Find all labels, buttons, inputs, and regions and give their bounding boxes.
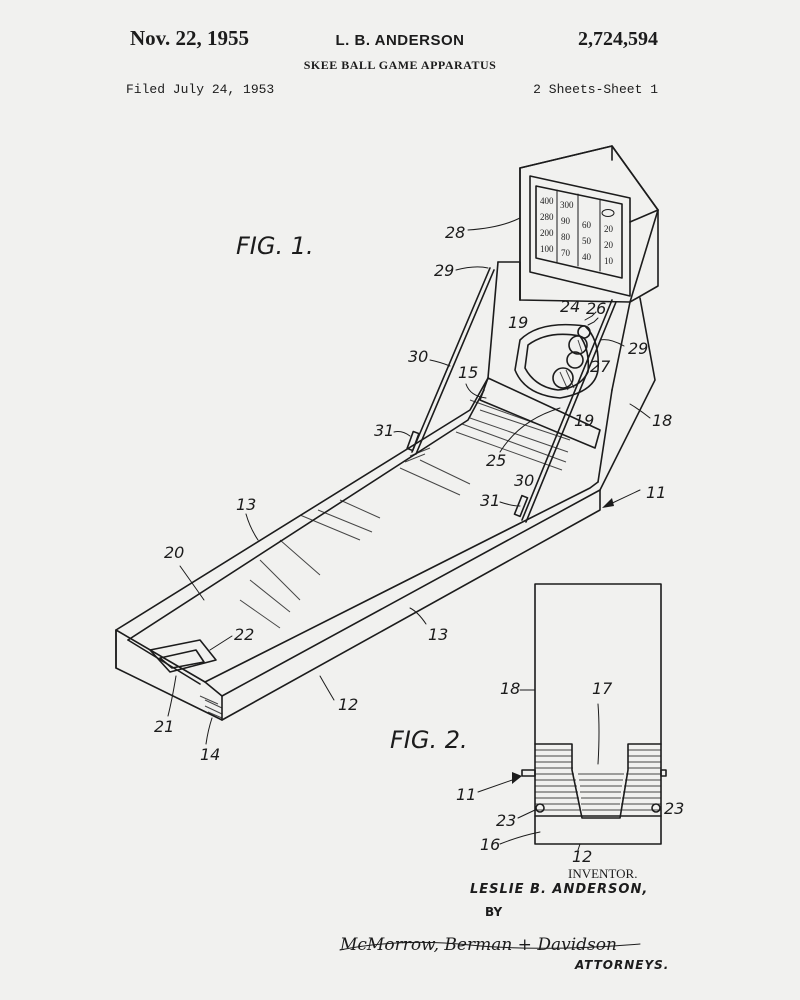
fig2-drawing xyxy=(521,583,667,845)
fig2-label: FIG. 2. xyxy=(390,726,468,754)
score-cell: 200 xyxy=(540,228,554,238)
ref-19: 19 xyxy=(574,411,594,430)
ref-17: 17 xyxy=(592,679,613,698)
by-label: BY xyxy=(485,905,503,919)
score-cell: 70 xyxy=(561,248,571,258)
ref-28: 28 xyxy=(445,223,465,242)
score-cell: 80 xyxy=(561,232,571,242)
attorneys-signature: McMorrow, Berman + Davidson xyxy=(339,935,617,955)
score-cell: 90 xyxy=(561,216,571,226)
ref-24: 24 xyxy=(560,297,580,316)
ref-18: 18 xyxy=(500,679,520,698)
patent-number: 2,724,594 xyxy=(578,28,658,50)
fig1-label: FIG. 1. xyxy=(236,232,314,260)
scoreboard-grid: 400 300 280 90 60 20 200 80 50 20 100 70… xyxy=(540,189,615,272)
alley xyxy=(115,377,601,721)
ref-19: 19 xyxy=(508,313,528,332)
fig2-reference-numerals: 18 17 11 23 23 16 12 xyxy=(456,679,684,866)
score-cell: 400 xyxy=(540,196,554,206)
ref-20: 20 xyxy=(164,543,184,562)
ref-29: 29 xyxy=(434,261,454,280)
fig1-reference-numerals: 28 29 29 30 30 31 31 24 26 19 19 15 27 2… xyxy=(154,217,672,764)
ref-26: 26 xyxy=(586,299,606,318)
ref-29: 29 xyxy=(628,339,648,358)
score-cell: 10 xyxy=(604,256,614,266)
ref-31: 31 xyxy=(374,421,394,440)
signature-underline xyxy=(339,941,641,951)
score-cell: 100 xyxy=(540,244,554,254)
score-cell: 280 xyxy=(540,212,554,222)
ref-31: 31 xyxy=(480,491,500,510)
ref-16: 16 xyxy=(480,835,500,854)
ref-30: 30 xyxy=(408,347,428,366)
inventor-short-name: L. B. ANDERSON xyxy=(335,32,465,49)
star-emblem-icon xyxy=(601,209,615,217)
ref-21: 21 xyxy=(154,717,174,736)
sheet-count: 2 Sheets-Sheet 1 xyxy=(533,82,658,97)
support-rods xyxy=(406,267,617,523)
score-cell: 20 xyxy=(604,224,614,234)
attorneys-label: ATTORNEYS. xyxy=(575,958,670,972)
ref-14: 14 xyxy=(200,745,220,764)
score-cell: 300 xyxy=(560,200,574,210)
ref-11: 11 xyxy=(646,483,666,502)
score-cell: 60 xyxy=(582,220,592,230)
ref-27: 27 xyxy=(590,357,611,376)
filed-date: Filed July 24, 1953 xyxy=(126,82,275,97)
ref-23: 23 xyxy=(496,811,516,830)
score-cell: 50 xyxy=(582,236,592,246)
score-cell: 40 xyxy=(582,252,592,262)
ref-22: 22 xyxy=(234,625,254,644)
ref-13: 13 xyxy=(236,495,256,514)
score-cell: 20 xyxy=(604,240,614,250)
patent-date: Nov. 22, 1955 xyxy=(130,26,250,50)
ref-12: 12 xyxy=(572,847,592,866)
ref-11: 11 xyxy=(456,785,476,804)
ref-25: 25 xyxy=(486,451,506,470)
ref-13: 13 xyxy=(428,625,448,644)
inventor-name: LESLIE B. ANDERSON, xyxy=(470,882,649,897)
ref-30: 30 xyxy=(514,471,534,490)
ref-15: 15 xyxy=(458,363,478,382)
ref-23: 23 xyxy=(664,799,684,818)
ref-18: 18 xyxy=(652,411,672,430)
inventor-caption: INVENTOR. xyxy=(568,866,638,881)
ref-12: 12 xyxy=(338,695,358,714)
patent-title: SKEE BALL GAME APPARATUS xyxy=(303,58,497,72)
